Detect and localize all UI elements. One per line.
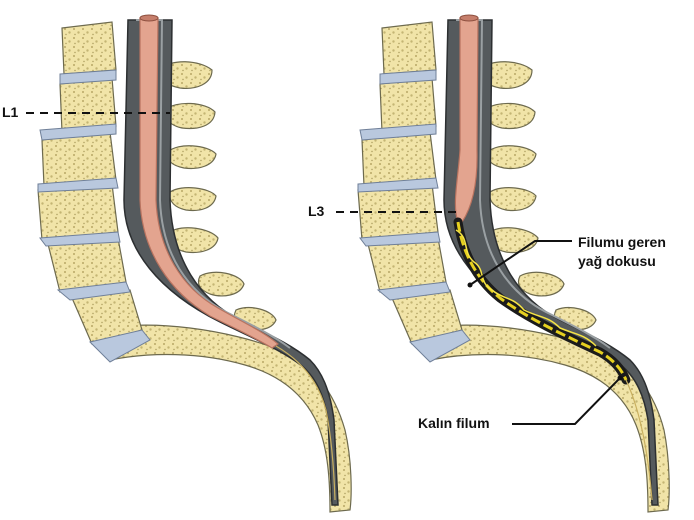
right-intervertebral-discs bbox=[357, 69, 471, 363]
left-filum-terminale bbox=[275, 345, 336, 501]
right-vertebral-bodies bbox=[357, 21, 463, 345]
label-fatty-tissue-line2: yağ dokusu bbox=[578, 253, 656, 269]
right-spinous-processes bbox=[479, 61, 597, 331]
label-fatty-tissue-line1: Filumu geren bbox=[578, 234, 666, 250]
left-sacrum bbox=[99, 324, 352, 513]
label-thick-filum: Kalın filum bbox=[418, 415, 490, 431]
annotations: L1 L3 Filumu geren yağ dokusu Kalın filu… bbox=[2, 104, 666, 431]
label-l3: L3 bbox=[308, 203, 325, 219]
left-spine-normal bbox=[37, 14, 352, 513]
right-filum-terminale bbox=[625, 379, 653, 501]
thick-filum-leader bbox=[512, 377, 621, 425]
left-spinous-processes bbox=[159, 61, 277, 331]
label-l1: L1 bbox=[2, 104, 19, 120]
fatty-tissue-leader bbox=[469, 240, 572, 286]
left-spinal-cord bbox=[139, 17, 279, 349]
left-intervertebral-discs bbox=[37, 69, 151, 363]
right-fatty-filum-fat bbox=[456, 221, 628, 381]
right-dural-sac-inner bbox=[456, 19, 611, 349]
left-dural-sac-inner bbox=[136, 19, 291, 349]
right-spine-tethered bbox=[357, 14, 670, 513]
